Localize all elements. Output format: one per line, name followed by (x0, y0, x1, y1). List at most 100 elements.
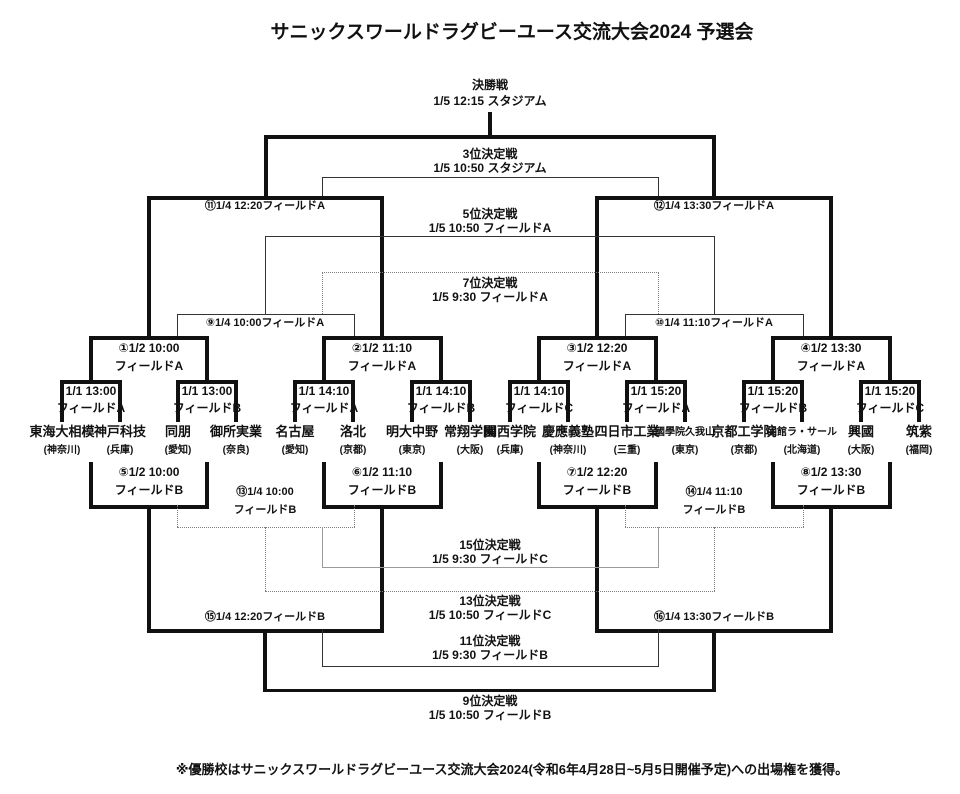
match-2-label: ②1/2 11:10 (351, 341, 413, 355)
r1-match-3-datetime: 1/1 14:10 (298, 384, 350, 398)
bracket-line (654, 336, 658, 384)
bracket-line (683, 380, 687, 422)
bracket-line (264, 135, 716, 139)
bracket-line (322, 567, 659, 568)
final-title: 決勝戦 (471, 78, 509, 92)
bracket-line (508, 380, 570, 384)
ninth-schedule: 1/5 10:50 フィールドB (428, 708, 552, 722)
team-pref: (愛知) (281, 445, 309, 456)
team-name: 関西学院 (483, 424, 537, 439)
bracket-line (176, 380, 180, 422)
bracket-line (410, 380, 472, 384)
bracket-line (265, 236, 266, 314)
bracket-line (658, 629, 659, 666)
bracket-line (322, 336, 443, 340)
bracket-line (742, 380, 746, 422)
team-pref: (神奈川) (549, 445, 587, 456)
team-name: 京都工学院 (711, 424, 777, 439)
team-name: 神戸科技 (93, 424, 147, 439)
page-title: サニックスワールドラグビーユース交流大会2024 予選会 (270, 22, 754, 43)
match-1-field: フィールドA (114, 359, 184, 373)
bracket-line (714, 236, 715, 314)
team-pref: (兵庫) (496, 445, 524, 456)
r1-match-2-datetime: 1/1 13:00 (181, 384, 233, 398)
team-name: 東海大相模 (29, 424, 95, 439)
bracket-line (205, 336, 209, 384)
bracket-line (566, 380, 570, 422)
match-1-label: ①1/2 10:00 (118, 341, 180, 355)
team-pref: (大阪) (847, 445, 875, 456)
thirteenth-title: 13位決定戦 (459, 594, 521, 608)
fifteenth-schedule: 1/5 9:30 フィールドC (432, 552, 548, 566)
r1-match-4-field: フィールドB (406, 401, 476, 415)
match-5-field: フィールドB (114, 483, 184, 497)
bracket-line (322, 177, 323, 196)
match-16-label: ⑯1/4 13:30フィールドB (653, 611, 775, 623)
match-6-field: フィールドB (347, 483, 417, 497)
bracket-line (265, 527, 266, 591)
match-2-field: フィールドA (347, 359, 417, 373)
match-7-label: ⑦1/2 12:20 (566, 465, 628, 479)
bracket-line (293, 380, 355, 384)
seventh-schedule: 1/5 9:30 フィールドA (432, 290, 548, 304)
bracket-line (147, 505, 151, 633)
bracket-line (380, 505, 384, 633)
match-13-label: ⑬1/4 10:00 (236, 486, 294, 498)
team-pref: (奈良) (222, 445, 250, 456)
bracket-line (322, 629, 323, 666)
match-4-label: ④1/2 13:30 (800, 341, 862, 355)
bracket-line (829, 196, 833, 340)
bracket-line (771, 462, 775, 509)
bracket-line (800, 380, 804, 422)
team-pref: (愛知) (164, 445, 192, 456)
r1-match-4-datetime: 1/1 14:10 (415, 384, 467, 398)
bracket-line (147, 196, 151, 340)
bracket-line (265, 236, 715, 237)
team-name: 御所実業 (209, 424, 263, 439)
bracket-line (89, 462, 93, 509)
bracket-line (625, 380, 687, 384)
match-4-field: フィールドA (796, 359, 866, 373)
bracket-line (380, 196, 384, 340)
team-pref: (大阪) (456, 445, 484, 456)
match-8-label: ⑧1/2 13:30 (800, 465, 862, 479)
footer-note: ※優勝校はサニックスワールドラグビーユース交流大会2024(令和6年4月28日~… (175, 762, 849, 777)
team-name: 函館ラ・サール (767, 427, 837, 438)
thirteenth-schedule: 1/5 10:50 フィールドC (428, 608, 552, 622)
bracket-line (508, 380, 512, 422)
bracket-line (658, 527, 659, 567)
bracket-line (147, 196, 384, 200)
bracket-line (354, 314, 355, 336)
match-7-field: フィールドB (562, 483, 632, 497)
bracket-line (803, 314, 804, 336)
match-11-label: ⑪1/4 12:20フィールドA (204, 200, 326, 212)
match-10-label: ⑩1/4 11:10フィールドA (655, 317, 773, 329)
match-12-label: ⑫1/4 13:30フィールドA (653, 200, 775, 212)
team-name: 明大中野 (385, 424, 439, 439)
bracket-line (322, 462, 326, 509)
match-5-label: ⑤1/2 10:00 (118, 465, 180, 479)
match-6-label: ⑥1/2 11:10 (351, 465, 413, 479)
r1-match-7-field: フィールドB (738, 401, 808, 415)
bracket-line (322, 272, 323, 314)
match-13-field: フィールドB (233, 504, 297, 516)
match-15-label: ⑮1/4 12:20フィールドB (204, 611, 326, 623)
r1-match-8-datetime: 1/1 15:20 (864, 384, 916, 398)
bracket-line (625, 505, 626, 527)
r1-match-6-field: フィールドA (621, 401, 691, 415)
fifteenth-title: 15位決定戦 (459, 538, 521, 552)
team-name: 同朋 (164, 424, 192, 439)
bracket-line (410, 380, 414, 422)
bracket-line (177, 505, 178, 527)
r1-match-7-datetime: 1/1 15:20 (747, 384, 799, 398)
bracket-line (625, 314, 804, 315)
team-name: 國學院久我山 (655, 427, 715, 438)
eleventh-schedule: 1/5 9:30 フィールドB (432, 648, 548, 662)
bracket-line (60, 380, 122, 384)
bracket-line (322, 527, 323, 567)
third-title: 3位決定戦 (462, 147, 518, 161)
ninth-title: 9位決定戦 (462, 694, 518, 708)
match-14-label: ⑭1/4 11:10 (685, 486, 743, 498)
bracket-line (89, 336, 93, 384)
bracket-line (714, 527, 715, 591)
